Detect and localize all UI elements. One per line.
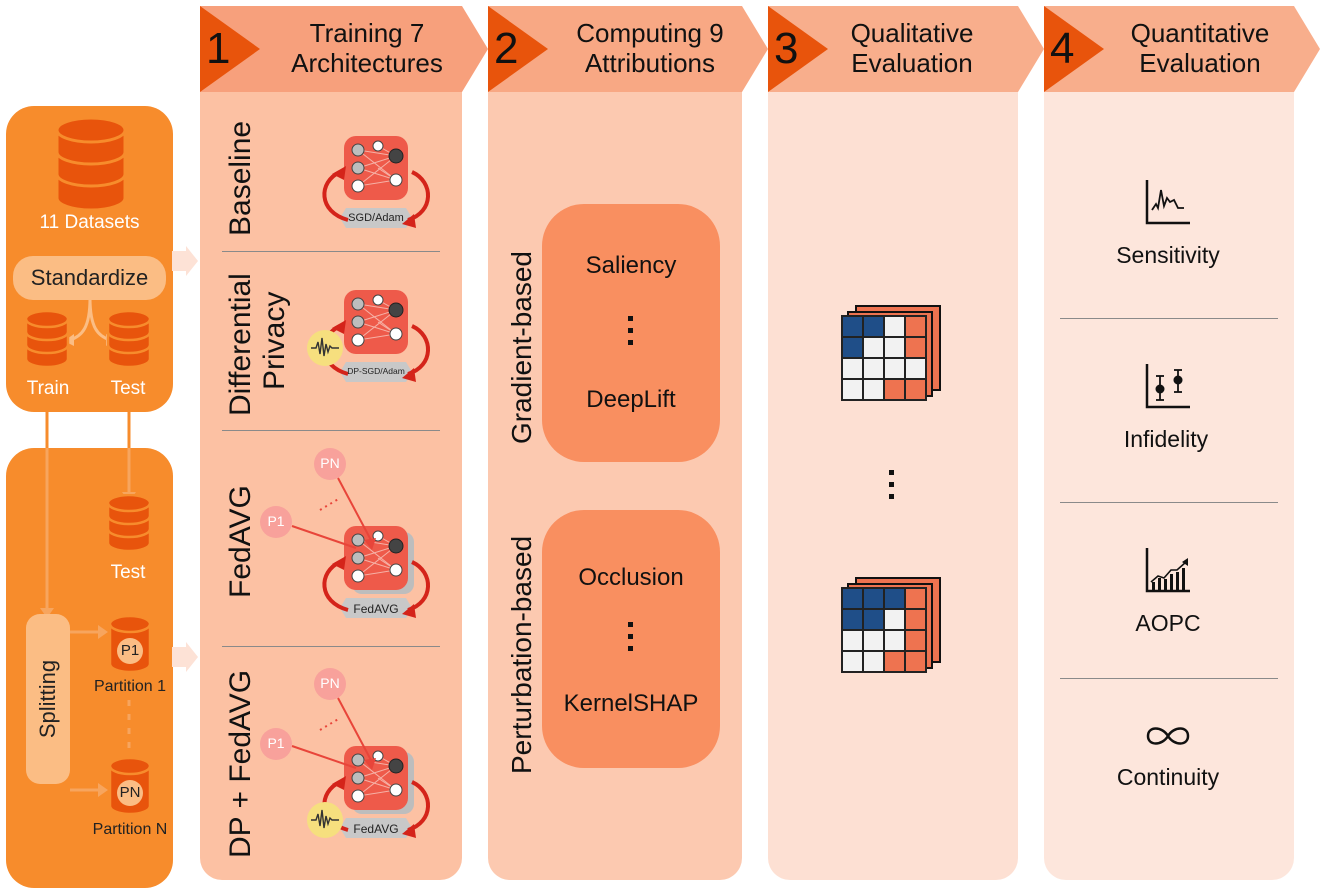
step2-title-line1: Computing 9 [576,18,724,48]
step1-number: 1 [206,24,231,73]
train-label: Train [26,378,70,399]
dp-fedavg-client-p1 [260,728,292,760]
arch-separator-3 [222,646,440,647]
p1-badge: P1 [120,642,140,659]
step3-title-line1: Qualitative [850,18,974,48]
dp-fedavg-client-p1-label: P1 [267,735,285,751]
fedavg-client-p1 [260,506,292,538]
step2-title-line2: Attributions [584,48,716,78]
deeplift-method: DeepLift [586,386,676,413]
fedavg-client-p1-label: P1 [267,513,285,529]
arch-separator-2 [222,430,440,431]
step2-number: 2 [494,24,519,73]
sensitivity-chart-icon [1145,180,1190,225]
partitionN-label: Partition N [92,821,168,838]
step3-title-line2: Evaluation [851,48,973,78]
dp-fedavg-noise-icon [307,802,343,838]
perturbation-based-label: Perturbation-based [506,535,537,774]
flow-arrow-top [172,246,198,276]
perturbation-ellipsis [628,622,633,658]
infidelity-metric: Infidelity [1123,426,1209,452]
step4-title-line1: Quantitative [1130,18,1270,48]
dp-fedavg-client-pn-label: PN [320,675,340,691]
partition1-database-icon [108,615,152,673]
dp-fedavg-optimizer-label: FedAVG [353,822,399,836]
split-test-label: Test [110,562,146,583]
metric-separator-1 [1060,318,1278,319]
aopc-metric: AOPC [1135,610,1201,636]
architectures-column [200,92,462,880]
gradient-methods-box: Saliency DeepLift [542,204,720,462]
test-label: Test [110,378,146,399]
gradient-ellipsis [628,316,633,352]
dp-fedavg-clients-connectors [291,697,376,770]
train-database-icon [24,310,70,368]
perturbation-methods-box: Occlusion KernelSHAP [542,510,720,768]
partitionN-database-icon [108,757,152,815]
test-database-icon [106,310,152,368]
step2-header-banner [488,6,768,92]
dp-label-line1: Differential [224,273,257,416]
arch-separator-1 [222,251,440,252]
fedavg-neural-net-icon [322,524,431,620]
splitting-step: Splitting [26,614,70,784]
continuity-metric: Continuity [1116,764,1220,790]
flow-arrow-bottom [172,642,198,672]
fedavg-clients-connectors [291,477,376,550]
datasets-label: 11 Datasets [39,212,140,233]
aopc-chart-icon [1145,548,1190,593]
splitting-label: Splitting [35,659,60,739]
step1-header-banner [200,6,488,92]
kernelshap-method: KernelSHAP [563,690,699,717]
step3-number: 3 [774,24,799,73]
sensitivity-metric: Sensitivity [1116,242,1220,268]
datasets-database-icon [55,116,127,212]
standardize-step: Standardize [13,256,166,300]
gradient-based-label: Gradient-based [506,250,537,444]
baseline-label: Baseline [224,120,257,236]
dp-fedavg-neural-net-icon [322,744,431,840]
dp-optimizer-label: DP-SGD/Adam [347,366,405,376]
split-connectors [40,448,136,797]
dp-label-line2: Privacy [258,291,291,390]
metric-separator-3 [1060,678,1278,679]
saliency-method: Saliency [585,252,677,279]
baseline-optimizer-label: SGD/Adam [348,212,404,224]
step4-number: 4 [1050,24,1075,73]
partition1-label: Partition 1 [93,678,167,695]
step1-title-line1: Training 7 [309,18,425,48]
fedavg-client-pn-label: PN [320,455,340,471]
dp-fedavg-client-pn [314,668,346,700]
qualitative-ellipsis [889,470,894,506]
attribution-grid-icon-bottom [841,577,941,673]
infinity-icon [1146,727,1190,745]
metric-separator-2 [1060,502,1278,503]
step4-header-banner [1044,6,1320,92]
step3-header-banner [768,6,1044,92]
attribution-grid-icon-top [841,305,941,401]
fedavg-client-pn [314,448,346,480]
infidelity-chart-icon [1145,364,1190,409]
step4-title-line2: Evaluation [1139,48,1261,78]
fedavg-label: FedAVG [224,485,257,598]
pn-badge: PN [119,784,141,801]
dp-noise-icon [307,330,343,366]
fedavg-optimizer-label: FedAVG [353,602,399,616]
split-test-database-icon [106,494,152,552]
dp-fedavg-label: DP + FedAVG [224,669,257,858]
step1-title-line2: Architectures [291,48,443,78]
occlusion-method: Occlusion [578,564,684,591]
